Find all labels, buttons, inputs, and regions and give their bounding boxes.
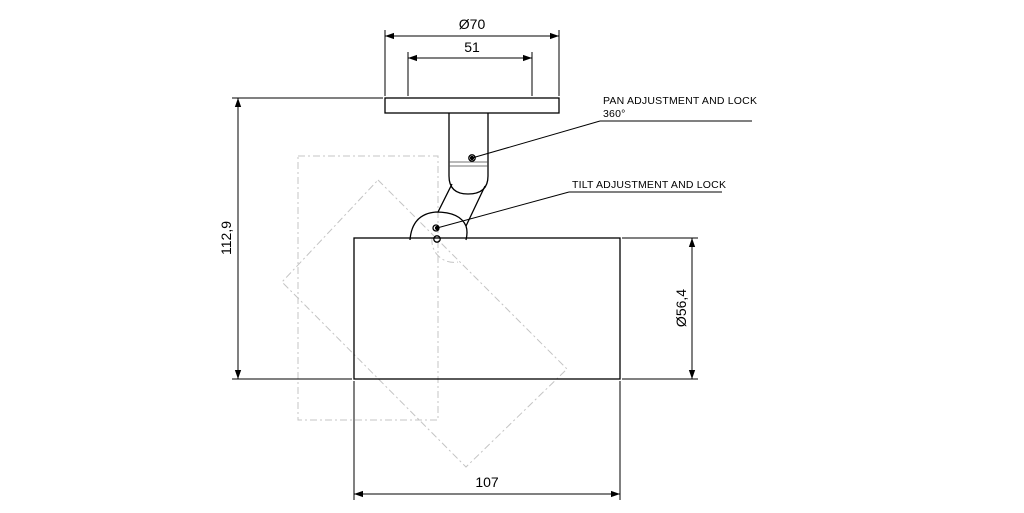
pan-joint <box>448 113 489 195</box>
dim-plate-diameter-label: Ø70 <box>459 16 486 32</box>
leader-tilt: TILT ADJUSTMENT AND LOCK <box>434 179 726 231</box>
tilt-knuckle <box>409 211 468 241</box>
note-pan-angle: 360° <box>603 108 626 120</box>
dim-plate-diameter: Ø70 <box>384 16 560 96</box>
dim-body-diameter-label: Ø56,4 <box>673 289 689 327</box>
pan-lock-screw-icon <box>468 154 476 162</box>
dim-plate-inner: 51 <box>407 39 533 96</box>
ghost-positions <box>281 155 568 468</box>
leader-pan: PAN ADJUSTMENT AND LOCK 360° <box>469 95 757 161</box>
dim-total-height-label: 112,9 <box>218 221 234 255</box>
dim-total-height: 112,9 <box>218 97 383 380</box>
luminaire-body <box>353 237 621 380</box>
ghost-rect-upright <box>297 155 439 421</box>
ghost-rect-rotated <box>281 179 568 468</box>
note-pan-title: PAN ADJUSTMENT AND LOCK <box>603 95 757 107</box>
tilt-pivot-icon <box>433 235 441 243</box>
tilt-arm <box>409 183 486 243</box>
dim-body-length-label: 107 <box>475 474 499 490</box>
mounting-plate <box>384 97 560 114</box>
dim-plate-inner-label: 51 <box>464 39 480 55</box>
note-tilt-title: TILT ADJUSTMENT AND LOCK <box>572 179 726 191</box>
dim-body-length: 107 <box>353 381 621 500</box>
dim-body-diameter: Ø56,4 <box>622 237 698 380</box>
ghost-pivot-arc <box>431 237 459 263</box>
